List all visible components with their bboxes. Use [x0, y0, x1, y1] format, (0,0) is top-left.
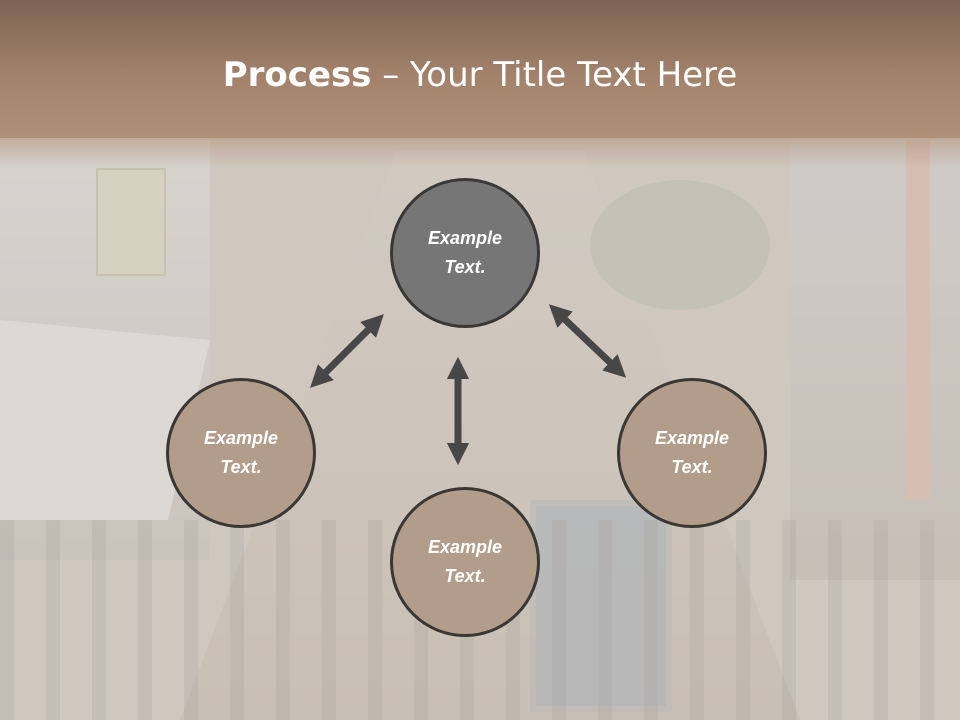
title-band [0, 0, 960, 138]
process-text-top-line1: Example [427, 228, 503, 248]
process-text-right-line2: Text. [671, 457, 713, 477]
process-text-right-line1: Example [654, 428, 730, 448]
process-text-left-line1: Example [203, 428, 279, 448]
process-text-left: Example Text. [204, 424, 278, 482]
process-circle-right[interactable]: Example Text. [617, 378, 767, 528]
arrow-top-right [548, 304, 627, 378]
title-bold: Process [222, 55, 372, 95]
process-text-right: Example Text. [655, 424, 729, 482]
process-circle-top[interactable]: Example Text. [390, 178, 540, 328]
slide-title[interactable]: Process – Your Title Text Here [0, 52, 960, 98]
title-rest: – Your Title Text Here [371, 55, 738, 95]
process-text-left-line2: Text. [220, 457, 262, 477]
arrow-top-left [310, 314, 384, 388]
process-text-top: Example Text. [428, 224, 502, 282]
process-circle-bottom[interactable]: Example Text. [390, 487, 540, 637]
title-band-fade [0, 138, 960, 168]
process-text-bottom: Example Text. [428, 533, 502, 591]
process-text-bottom-line1: Example [427, 537, 503, 557]
process-circle-left[interactable]: Example Text. [166, 378, 316, 528]
process-text-top-line2: Text. [444, 257, 486, 277]
process-text-bottom-line2: Text. [444, 566, 486, 586]
